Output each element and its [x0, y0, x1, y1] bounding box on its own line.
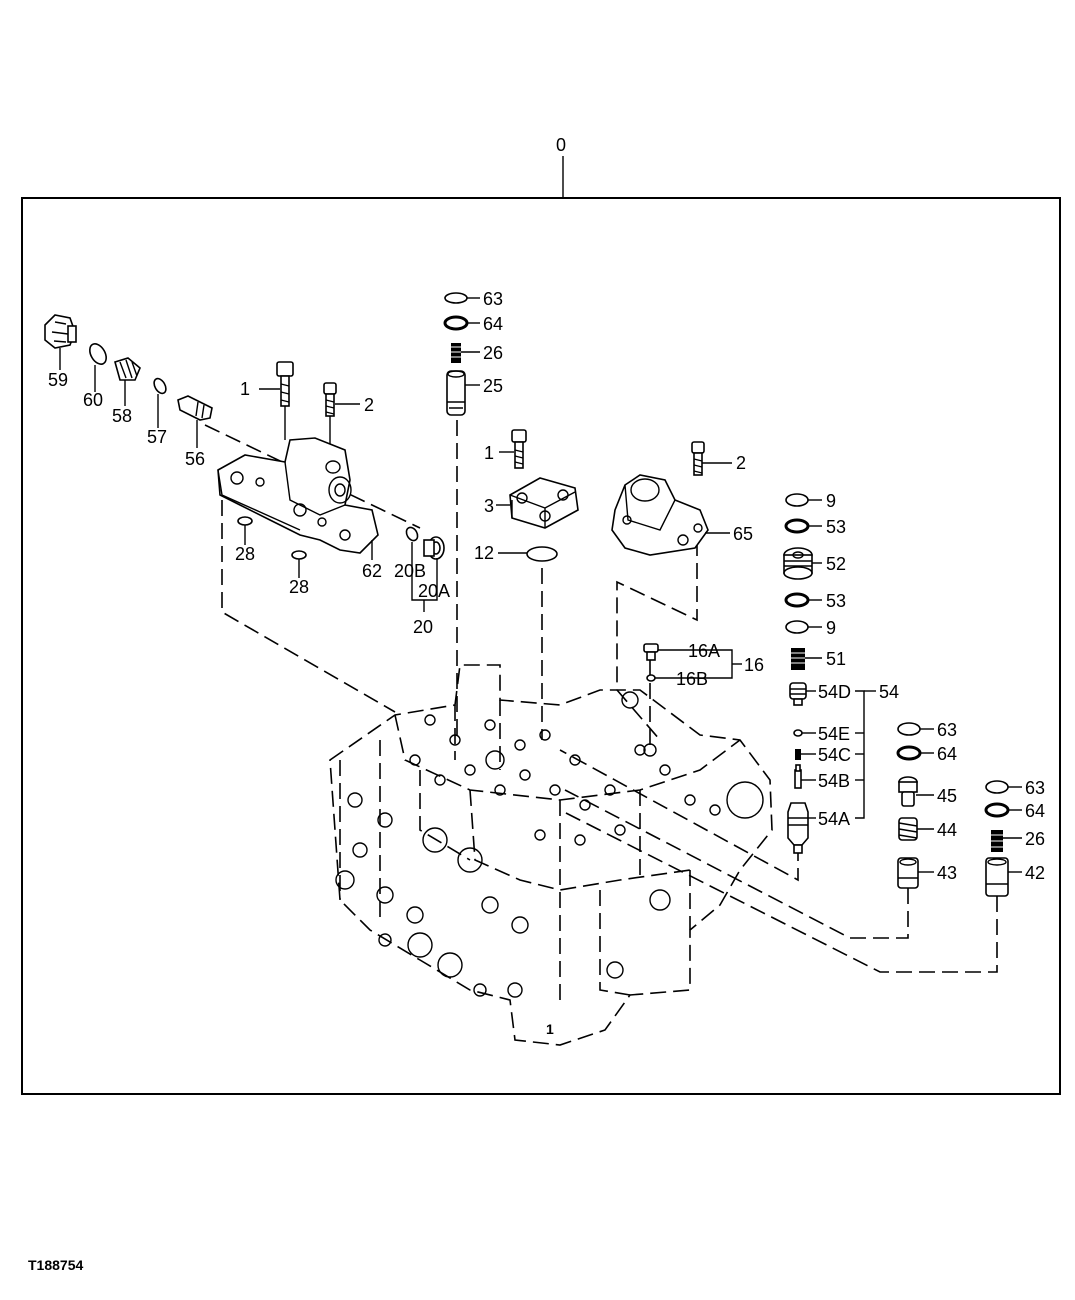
washer-57 [153, 377, 167, 395]
o-ring-63-b [897, 722, 921, 736]
bolt-1-center [511, 429, 527, 469]
bolt-2-left [323, 382, 337, 417]
o-ring-64-c [984, 802, 1010, 818]
callout-45: 45 [937, 786, 957, 806]
bolt-1-left [276, 361, 294, 407]
spool-42 [985, 857, 1009, 897]
bolt-2-center [691, 441, 705, 476]
callout-58: 58 [112, 406, 132, 426]
control-valve-body: 1 [329, 664, 773, 1046]
callout-25: 25 [483, 376, 503, 396]
o-ring-20B [405, 526, 419, 542]
callout-54C: 54C [818, 745, 851, 765]
callout-9-a: 9 [826, 491, 836, 511]
callout-1-center: 1 [484, 443, 494, 463]
o-ring-12 [526, 546, 558, 562]
spring-54C [795, 749, 801, 760]
callout-56: 56 [185, 449, 205, 469]
o-ring-63-c [985, 780, 1009, 794]
callout-16B: 16B [676, 669, 708, 689]
plug-45 [898, 776, 918, 807]
callout-9-b: 9 [826, 618, 836, 638]
callout-63-c: 63 [1025, 778, 1045, 798]
callout-52: 52 [826, 554, 846, 574]
cover-62 [217, 437, 379, 554]
o-ring-60 [89, 343, 107, 365]
body-54A [787, 802, 809, 854]
plug-16A [643, 643, 659, 661]
spring-26-b [991, 830, 1003, 852]
cover-65 [611, 474, 709, 556]
pin-54B [794, 764, 802, 789]
callout-65: 65 [733, 524, 753, 544]
spring-26-a [451, 343, 461, 363]
callout-12: 12 [474, 543, 494, 563]
o-ring-28-b [291, 550, 307, 560]
callout-26-b: 26 [1025, 829, 1045, 849]
o-ring-9-a [785, 493, 809, 507]
callout-59: 59 [48, 370, 68, 390]
callout-42: 42 [1025, 863, 1045, 883]
callout-43: 43 [937, 863, 957, 883]
callout-53-b: 53 [826, 591, 846, 611]
o-ring-16B [646, 674, 656, 682]
spool-43 [897, 857, 919, 889]
callout-63-a: 63 [483, 289, 503, 309]
o-ring-53-a [784, 518, 810, 534]
callout-54D: 54D [818, 682, 851, 702]
callout-44: 44 [937, 820, 957, 840]
callout-54E: 54E [818, 724, 850, 744]
spool-25 [446, 370, 466, 416]
cap-3 [509, 477, 579, 529]
figure-id: T188754 [28, 1257, 83, 1273]
callout-28-b: 28 [289, 577, 309, 597]
callout-labels: 59 60 58 57 56 1 2 28 28 62 20B 20A 20 6… [48, 289, 1045, 883]
callout-20A: 20A [418, 581, 450, 601]
callout-54: 54 [879, 682, 899, 702]
callout-53-a: 53 [826, 517, 846, 537]
callout-16: 16 [744, 655, 764, 675]
assembly-guide-lines [204, 420, 998, 973]
o-ring-64-a [443, 315, 469, 331]
callout-63-b: 63 [937, 720, 957, 740]
plug-52 [783, 547, 813, 580]
callout-assembly: 0 [556, 135, 566, 155]
callout-20B: 20B [394, 561, 426, 581]
plug-59 [44, 314, 77, 349]
o-ring-64-b [896, 745, 922, 761]
callout-16A: 16A [688, 641, 720, 661]
callout-64-c: 64 [1025, 801, 1045, 821]
callout-20: 20 [413, 617, 433, 637]
callout-54B: 54B [818, 771, 850, 791]
callout-26-a: 26 [483, 343, 503, 363]
callout-64-a: 64 [483, 314, 503, 334]
callout-54A: 54A [818, 809, 850, 829]
callout-2-center: 2 [736, 453, 746, 473]
callout-64-b: 64 [937, 744, 957, 764]
callout-62: 62 [362, 561, 382, 581]
spring-58 [114, 357, 141, 381]
poppet-56 [177, 395, 213, 421]
piston-54D [789, 682, 807, 706]
assembly-frame [21, 197, 1061, 1095]
o-ring-9-b [785, 620, 809, 634]
spring-44 [898, 817, 918, 841]
callout-28-a: 28 [235, 544, 255, 564]
o-ring-63-a [444, 292, 468, 304]
o-ring-28-a [237, 516, 253, 526]
svg-text:1: 1 [546, 1021, 554, 1037]
callout-51: 51 [826, 649, 846, 669]
callout-2-left: 2 [364, 395, 374, 415]
callout-57: 57 [147, 427, 167, 447]
ball-54E [793, 729, 803, 737]
callout-60: 60 [83, 390, 103, 410]
callout-1-left: 1 [240, 379, 250, 399]
spring-51 [791, 648, 805, 670]
plug-20A [423, 536, 445, 560]
o-ring-53-b [784, 592, 810, 608]
callout-3: 3 [484, 496, 494, 516]
